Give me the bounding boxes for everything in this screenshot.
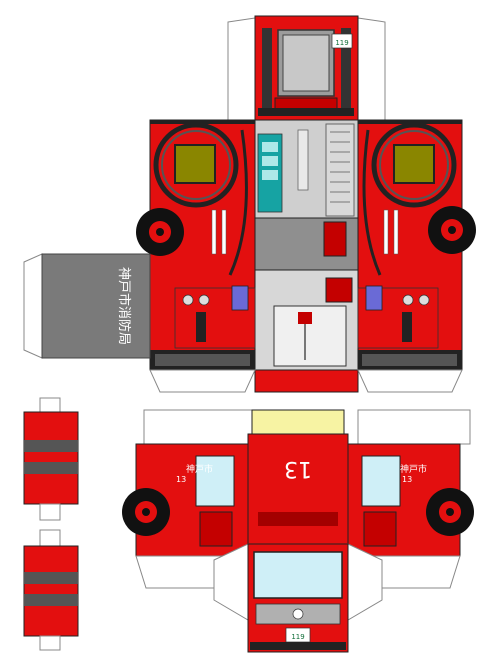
wheel-piece-top — [23, 397, 79, 521]
rear-door-window — [282, 34, 330, 92]
right-door-lower — [363, 511, 397, 547]
red-roof-box — [323, 221, 347, 257]
rear-left-flap — [227, 17, 256, 121]
cab-roof: 13 — [143, 409, 471, 545]
cab-roof-panel — [247, 433, 349, 545]
left-gauge-column — [196, 312, 206, 342]
rear-ladder-left — [262, 28, 272, 108]
right-pump-cylinder — [365, 285, 383, 311]
side-name-tab: 神戸市消防局 — [23, 253, 151, 359]
right-hose-line — [362, 129, 382, 276]
rear-ladder-right — [341, 28, 351, 108]
rear-panel: 119 — [227, 15, 386, 121]
left-door-window — [195, 455, 235, 507]
roof-stripe — [258, 512, 338, 526]
rear-step — [258, 108, 354, 116]
rear-plate-number: 119 — [335, 39, 348, 47]
front-bumper — [250, 642, 346, 650]
roof-hatch-valve — [298, 312, 312, 324]
gray-name-panel — [41, 253, 151, 359]
roof-ladder — [325, 123, 355, 217]
cab-front: 119 — [213, 543, 383, 653]
gauge-block-3 — [262, 170, 278, 180]
fire-department-label: 神戸市消防局 — [116, 267, 132, 345]
right-pipe-2 — [393, 209, 399, 255]
left-side-window — [174, 144, 216, 184]
hose-reel-top — [325, 277, 353, 303]
right-door-number: 13 — [402, 475, 412, 484]
left-pipe-2 — [221, 209, 227, 255]
left-door-number: 13 — [176, 475, 186, 484]
left-hose-line — [228, 129, 248, 276]
roof-unit-number: 13 — [284, 456, 312, 481]
left-hose-reel — [153, 122, 239, 208]
right-hose-reel — [371, 122, 457, 208]
rear-right-flap — [357, 17, 386, 121]
front-plate-number: 119 — [291, 633, 304, 641]
roof-light-bar — [251, 409, 345, 435]
left-pipe-1 — [211, 209, 217, 255]
right-gauge-column — [402, 312, 412, 342]
left-door-lower — [199, 511, 233, 547]
cab-left-door: 神戸市 13 — [122, 443, 249, 589]
windshield — [253, 551, 343, 599]
right-side-panel — [357, 119, 476, 393]
left-pump-cylinder — [231, 285, 249, 311]
right-door-label: 神戸市 — [400, 463, 427, 475]
gauge-block-1 — [262, 142, 278, 152]
center-top-panel — [254, 119, 359, 393]
right-door-window — [361, 455, 401, 507]
rear-license-plate — [331, 33, 353, 49]
roof-front-strip — [254, 369, 359, 393]
gauge-block-2 — [262, 156, 278, 166]
right-pipe-1 — [383, 209, 389, 255]
left-door-label: 神戸市 — [186, 463, 213, 475]
left-side-panel — [136, 119, 256, 393]
front-emblem — [292, 608, 304, 620]
wheel-piece-bottom — [23, 529, 79, 651]
pipe-rack — [297, 129, 309, 191]
right-side-window — [393, 144, 435, 184]
